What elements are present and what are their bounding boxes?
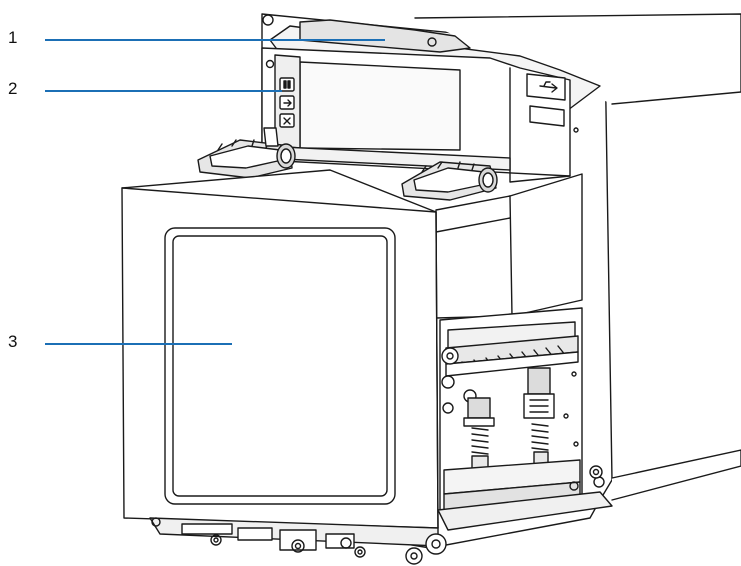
frame-screw-icon bbox=[262, 14, 274, 26]
fastener-icon bbox=[291, 539, 305, 553]
fastener-icon bbox=[210, 534, 222, 546]
pivot-icon bbox=[442, 402, 454, 414]
fastener-icon bbox=[340, 537, 352, 549]
roller-icon bbox=[405, 547, 423, 565]
side-plate-lower bbox=[611, 449, 741, 501]
callout-number-3: 3 bbox=[8, 332, 18, 351]
side-plate bbox=[414, 13, 741, 105]
pause-icon bbox=[279, 77, 295, 92]
usb-icon bbox=[539, 81, 558, 93]
callout-number-2: 2 bbox=[8, 79, 18, 98]
callout-number-1: 1 bbox=[8, 28, 18, 47]
pivot-icon bbox=[441, 375, 455, 389]
pivot-icon bbox=[441, 347, 459, 365]
fastener-icon bbox=[354, 546, 366, 558]
latch-handle-icon bbox=[197, 127, 296, 179]
roller-icon bbox=[425, 533, 447, 555]
panel-screw-icon bbox=[265, 59, 275, 69]
latch-handle-icon bbox=[401, 161, 498, 201]
media-cover-ridge bbox=[299, 19, 471, 53]
printhead-mechanism bbox=[439, 307, 583, 511]
control-buttons bbox=[279, 77, 295, 128]
